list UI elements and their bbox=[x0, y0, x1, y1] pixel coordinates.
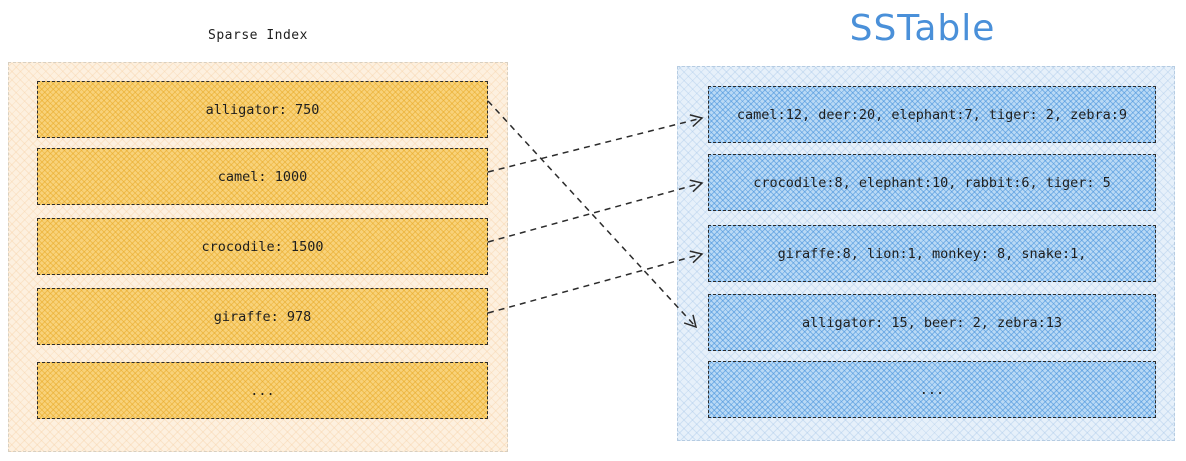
arrow-camel bbox=[487, 114, 704, 173]
arrow-crocodile bbox=[487, 179, 704, 243]
arrow-alligator bbox=[487, 100, 698, 329]
index-entry-camel: camel: 1000 bbox=[37, 148, 488, 205]
index-entry-crocodile: crocodile: 1500 bbox=[37, 218, 488, 275]
sstable-block-label: crocodile:8, elephant:10, rabbit:6, tige… bbox=[753, 174, 1111, 191]
sstable-title: SSTable bbox=[849, 8, 996, 49]
index-entry-label: camel: 1000 bbox=[217, 168, 308, 185]
index-entry-alligator: alligator: 750 bbox=[37, 81, 488, 138]
index-entry-label: giraffe: 978 bbox=[213, 308, 312, 325]
sstable-block-1: camel:12, deer:20, elephant:7, tiger: 2,… bbox=[708, 86, 1156, 143]
sstable-block-label: ... bbox=[919, 381, 945, 398]
index-entry-more: ... bbox=[37, 362, 488, 419]
sstable-block-2: crocodile:8, elephant:10, rabbit:6, tige… bbox=[708, 154, 1156, 211]
index-entry-label: alligator: 750 bbox=[205, 101, 320, 118]
sparse-index-title: Sparse Index bbox=[208, 28, 308, 43]
index-entry-giraffe: giraffe: 978 bbox=[37, 288, 488, 345]
sstable-block-3: giraffe:8, lion:1, monkey: 8, snake:1, bbox=[708, 225, 1156, 282]
sstable-block-label: alligator: 15, beer: 2, zebra:13 bbox=[801, 314, 1063, 331]
sstable-block-more: ... bbox=[708, 361, 1156, 418]
sstable-block-label: giraffe:8, lion:1, monkey: 8, snake:1, bbox=[777, 245, 1087, 262]
arrow-giraffe bbox=[487, 250, 704, 314]
sstable-block-4: alligator: 15, beer: 2, zebra:13 bbox=[708, 294, 1156, 351]
index-entry-label: crocodile: 1500 bbox=[201, 238, 324, 255]
index-entry-label: ... bbox=[250, 382, 275, 399]
sstable-block-label: camel:12, deer:20, elephant:7, tiger: 2,… bbox=[736, 106, 1128, 123]
